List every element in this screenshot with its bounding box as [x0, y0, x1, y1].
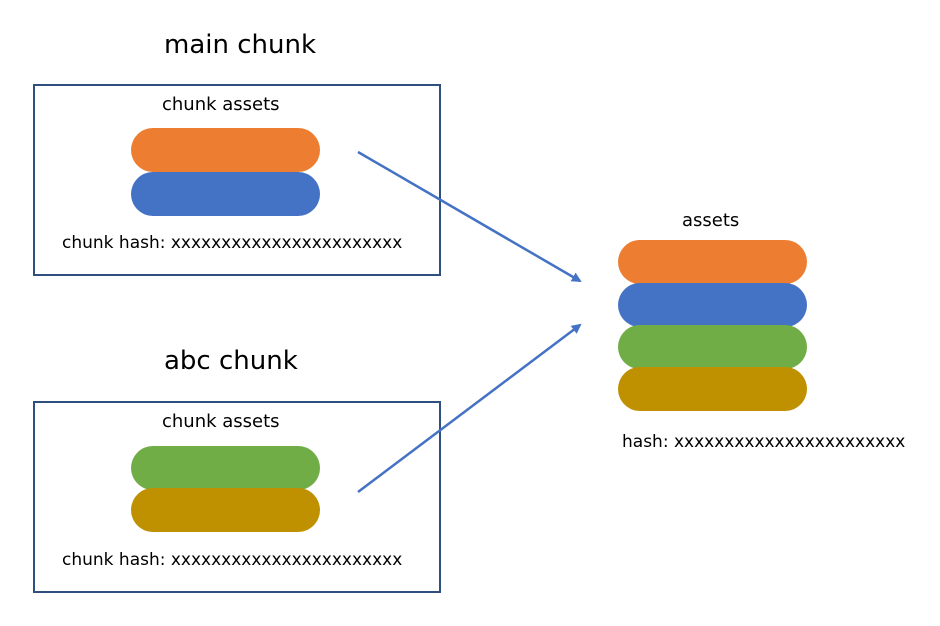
- abc-chunk-hash: chunk hash: xxxxxxxxxxxxxxxxxxxxxxx: [62, 550, 403, 570]
- main-chunk-assets-label: chunk assets: [162, 94, 280, 115]
- abc-to-assets-arrow: [357, 323, 582, 493]
- assets-label: assets: [682, 210, 740, 231]
- abc-chunk-frame: [33, 401, 441, 593]
- output-hash: hash: xxxxxxxxxxxxxxxxxxxxxxx: [622, 432, 906, 452]
- output-asset-green: [618, 325, 807, 369]
- abc-asset-gold: [131, 488, 320, 532]
- main-to-assets-arrow: [357, 150, 582, 283]
- abc-chunk-title: abc chunk: [164, 346, 298, 376]
- output-asset-orange: [618, 240, 807, 284]
- main-chunk-title: main chunk: [164, 30, 317, 60]
- main-asset-orange: [131, 128, 320, 172]
- abc-chunk-assets-label: chunk assets: [162, 411, 280, 432]
- main-chunk-frame: [33, 84, 441, 276]
- main-chunk-hash: chunk hash: xxxxxxxxxxxxxxxxxxxxxxx: [62, 233, 403, 253]
- abc-asset-green: [131, 446, 320, 490]
- output-asset-gold: [618, 367, 807, 411]
- main-asset-blue: [131, 172, 320, 216]
- output-asset-blue: [618, 283, 807, 327]
